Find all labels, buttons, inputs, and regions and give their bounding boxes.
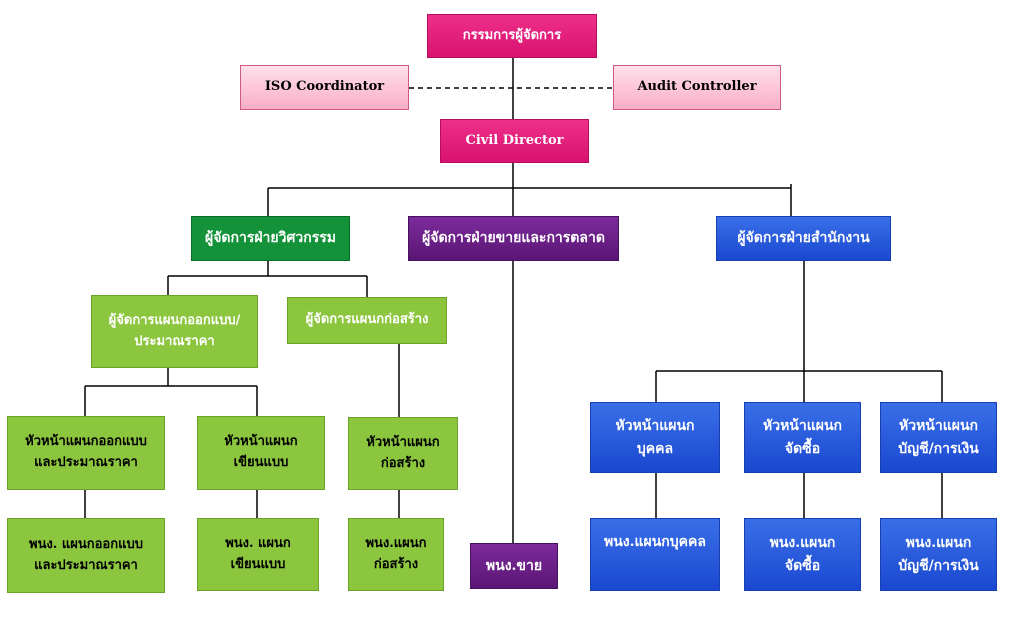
hr-head-line2: บุคคล [636,440,674,457]
sales-staff-label: พนง.ขาย [485,557,543,574]
design-estimation-staff-line2: และประมาณราคา [34,557,138,573]
construction-manager-box: ผู้จัดการแผนกก่อสร้าง [287,297,447,344]
purchasing-head-box: หัวหน้าแผนก จัดซื้อ [744,402,861,473]
accounting-staff-line2: บัญชี/การเงิน [898,557,979,574]
design-estimation-head-line1: หัวหน้าแผนกออกแบบ [25,434,147,450]
drafting-head-line1: หัวหน้าแผนก [224,434,298,450]
engineering-manager-box: ผู้จัดการฝ่ายวิศวกรรม [191,216,350,261]
purchasing-staff-box: พนง.แผนก จัดซื้อ [744,518,861,591]
drafting-staff-box: พนง. แผนก เขียนแบบ [197,518,319,591]
construction-head-line1: หัวหน้าแผนก [366,434,440,450]
design-estimation-staff-box: พนง. แผนกออกแบบ และประมาณราคา [7,518,165,593]
construction-staff-box: พนง.แผนก ก่อสร้าง [348,518,444,591]
construction-staff-line1: พนง.แผนก [365,535,427,551]
hr-head-box: หัวหน้าแผนก บุคคล [590,402,720,473]
accounting-head-line2: บัญชี/การเงิน [898,440,979,457]
design-estimation-manager-line2: ประมาณราคา [134,333,215,349]
construction-head-box: หัวหน้าแผนก ก่อสร้าง [348,417,458,490]
accounting-staff-line1: พนง.แผนก [905,535,972,552]
purchasing-head-line1: หัวหน้าแผนก [762,418,843,435]
design-estimation-manager-line1: ผู้จัดการแผนกออกแบบ/ [108,312,241,328]
drafting-head-box: หัวหน้าแผนก เขียนแบบ [197,416,325,490]
accounting-head-box: หัวหน้าแผนก บัญชี/การเงิน [880,402,997,473]
iso-coordinator-label: ISO Coordinator [264,79,385,95]
civil-director-box: Civil Director [440,119,589,163]
purchasing-head-line2: จัดซื้อ [784,440,821,457]
engineering-manager-label: ผู้จัดการฝ่ายวิศวกรรม [205,230,336,247]
design-estimation-manager-box: ผู้จัดการแผนกออกแบบ/ ประมาณราคา [91,295,258,368]
drafting-head-line2: เขียนแบบ [233,455,289,470]
sales-manager-label: ผู้จัดการฝ่ายขายและการตลาด [422,230,605,247]
purchasing-staff-line1: พนง.แผนก [769,535,836,552]
hr-staff-label: พนง.แผนกบุคคล [604,534,706,550]
construction-manager-label: ผู้จัดการแผนกก่อสร้าง [305,312,429,328]
design-estimation-head-line2: และประมาณราคา [34,455,138,470]
purchasing-staff-line2: จัดซื้อ [784,557,821,574]
accounting-staff-box: พนง.แผนก บัญชี/การเงิน [880,518,997,591]
accounting-head-line1: หัวหน้าแผนก [898,418,979,435]
construction-head-line2: ก่อสร้าง [380,455,426,471]
audit-controller-label: Audit Controller [637,79,757,95]
construction-staff-line2: ก่อสร้าง [373,556,419,572]
drafting-staff-line1: พนง. แผนก [225,535,291,551]
hr-head-line1: หัวหน้าแผนก [615,418,695,435]
design-estimation-head-box: หัวหน้าแผนกออกแบบ และประมาณราคา [7,416,165,490]
managing-director-box: กรรมการผู้จัดการ [427,14,597,58]
iso-coordinator-box: ISO Coordinator [240,65,409,110]
office-manager-label: ผู้จัดการฝ่ายสำนักงาน [737,230,870,247]
drafting-staff-line2: เขียนแบบ [230,556,286,572]
hr-staff-box: พนง.แผนกบุคคล [590,518,720,591]
sales-manager-box: ผู้จัดการฝ่ายขายและการตลาด [408,216,619,261]
sales-staff-box: พนง.ขาย [470,543,558,589]
design-estimation-staff-line1: พนง. แผนกออกแบบ [29,536,143,552]
audit-controller-box: Audit Controller [613,65,781,110]
managing-director-label: กรรมการผู้จัดการ [462,27,562,43]
civil-director-label: Civil Director [465,132,564,148]
office-manager-box: ผู้จัดการฝ่ายสำนักงาน [716,216,891,261]
